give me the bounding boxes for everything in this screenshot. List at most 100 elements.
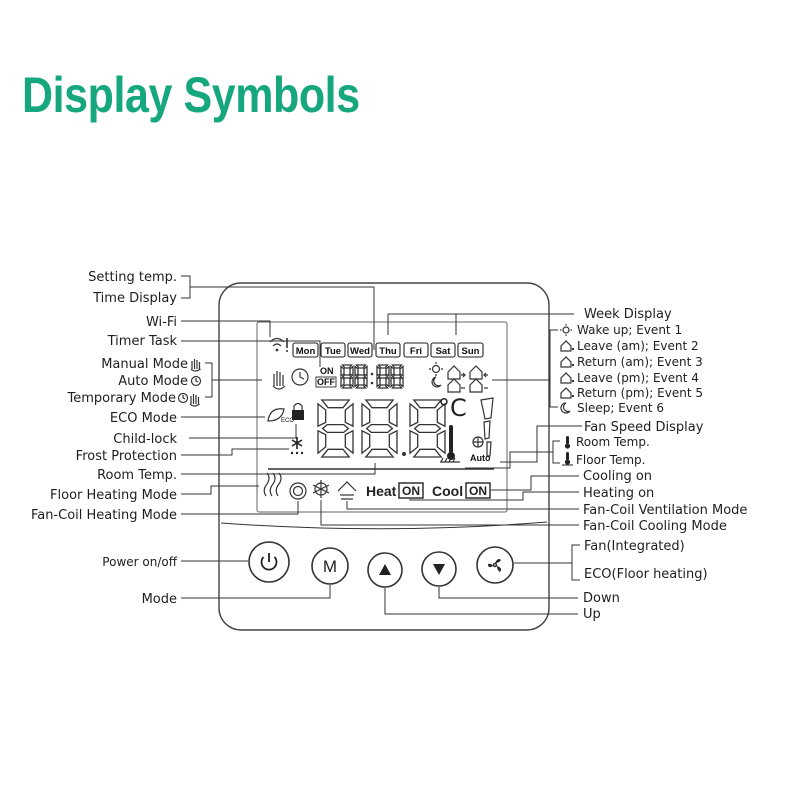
label-down: Down: [583, 591, 620, 606]
label-heating-on: Heating on: [583, 486, 654, 501]
digit-segment: [391, 374, 403, 379]
auto-mode-clock-icon: [190, 375, 202, 387]
right-labels: Week Display Fan Speed Display Cooling o…: [583, 307, 747, 622]
week-day-label: Wed: [350, 346, 370, 357]
mode-button[interactable]: M: [311, 547, 349, 585]
digit-segment: [377, 364, 389, 369]
digit-segment: [340, 376, 345, 388]
label-timer-task: Timer Task: [107, 334, 178, 349]
sensor-labels: Room Temp. Floor Temp.: [562, 435, 650, 467]
digit-segment: [390, 376, 395, 388]
event-label: Leave (am); Event 2: [577, 339, 699, 353]
time-digit-1: [340, 364, 354, 389]
time-digit-2: [354, 364, 368, 389]
temp-digit-1: [317, 399, 354, 458]
week-day-label: Sat: [436, 346, 452, 357]
week-day-label: Fri: [410, 346, 422, 357]
moon-icon: [560, 402, 571, 414]
fan-auto-text: Auto: [470, 453, 491, 463]
digit-segment: [317, 402, 327, 428]
digit-segment: [321, 424, 350, 433]
event-item: Leave (am); Event 2: [560, 339, 699, 353]
digit-segment: [390, 365, 395, 377]
house-return-icon: [560, 387, 575, 399]
event-item: Return (pm); Event 5: [560, 386, 703, 400]
time-colon-top: [370, 372, 374, 376]
fan-button[interactable]: [476, 546, 514, 584]
heat-on-text: ON: [402, 484, 420, 498]
fan-coil-cooling-icon: [312, 480, 330, 498]
floor-heating-icon: [263, 472, 282, 497]
label-floor-heating-mode: Floor Heating Mode: [50, 488, 177, 503]
timer-off-box: [315, 376, 337, 388]
leader-lines: [181, 275, 582, 615]
digit-segment: [361, 429, 371, 455]
celsius-unit: °C: [438, 394, 467, 422]
eco-text: ECO: [281, 418, 294, 424]
label-auto-mode: Auto Mode: [118, 374, 188, 389]
thermometer-icon: [440, 425, 460, 463]
digit-segment: [355, 384, 367, 389]
cool-label: Cool: [432, 483, 463, 499]
event-label: Leave (pm); Event 4: [577, 371, 699, 385]
timer-off-text: OFF: [317, 377, 335, 387]
up-button[interactable]: [367, 552, 403, 588]
digit-segment: [320, 448, 351, 458]
digit-segment: [436, 429, 446, 455]
label-sensor-floor: Floor Temp.: [576, 453, 645, 467]
heat-on-box: [398, 482, 424, 499]
digit-segment: [341, 384, 353, 389]
digit-segment: [340, 365, 345, 377]
label-fan-coil-heating-mode: Fan-Coil Heating Mode: [31, 508, 177, 523]
down-button[interactable]: [421, 551, 457, 587]
label-fan-integrated: Fan(Integrated): [584, 539, 685, 554]
label-setting-temp: Setting temp.: [88, 270, 177, 285]
label-child-lock: Child-lock: [113, 432, 177, 447]
event-item: Leave (pm); Event 4: [560, 371, 699, 385]
cool-on-text: ON: [469, 484, 487, 498]
digit-segment: [399, 376, 404, 388]
label-temporary-mode: Temporary Mode: [66, 391, 176, 406]
sun-icon: [560, 324, 572, 336]
digit-segment: [377, 384, 389, 389]
digit-segment: [409, 429, 419, 455]
house-return-icon: [560, 356, 575, 368]
event-label: Return (pm); Event 5: [577, 386, 703, 400]
label-mode: Mode: [142, 592, 177, 607]
temporary-mode-icons: [177, 392, 200, 407]
mode-button-label: M: [323, 557, 337, 576]
digit-segment: [388, 429, 398, 455]
week-day-label: Tue: [325, 346, 341, 357]
power-button[interactable]: [248, 541, 290, 583]
room-sensor-thermometer-icon: [564, 436, 571, 449]
week-day-label: Sun: [462, 346, 480, 357]
digit-segment: [355, 374, 367, 379]
event-label: Return (am); Event 3: [577, 355, 703, 369]
digit-segment: [388, 402, 398, 428]
digit-segment: [399, 365, 404, 377]
fan-auto-icon: Auto: [470, 436, 491, 463]
house-leave-icon: [560, 372, 575, 384]
event-item: Sleep; Event 6: [560, 401, 664, 415]
time-colon-bottom: [370, 381, 374, 385]
digit-segment: [363, 365, 368, 377]
digit-segment: [317, 429, 327, 455]
digit-segment: [354, 365, 359, 377]
moon-icon: [431, 376, 442, 388]
digit-segment: [355, 364, 367, 369]
label-manual-mode: Manual Mode: [101, 357, 188, 372]
manual-mode-hand-icon: [190, 359, 201, 372]
house-return-icon: [469, 365, 483, 380]
digit-segment: [376, 365, 381, 377]
eco-leaf-icon: ECO: [267, 408, 294, 424]
digit-segment: [364, 448, 395, 458]
digit-segment: [320, 399, 351, 409]
house-leave-pm-icon: [447, 378, 461, 393]
week-day-thu: Thu: [375, 342, 401, 358]
house-return-pm-icon: [469, 378, 483, 393]
digit-segment: [363, 376, 368, 388]
digit-segment: [385, 365, 390, 377]
